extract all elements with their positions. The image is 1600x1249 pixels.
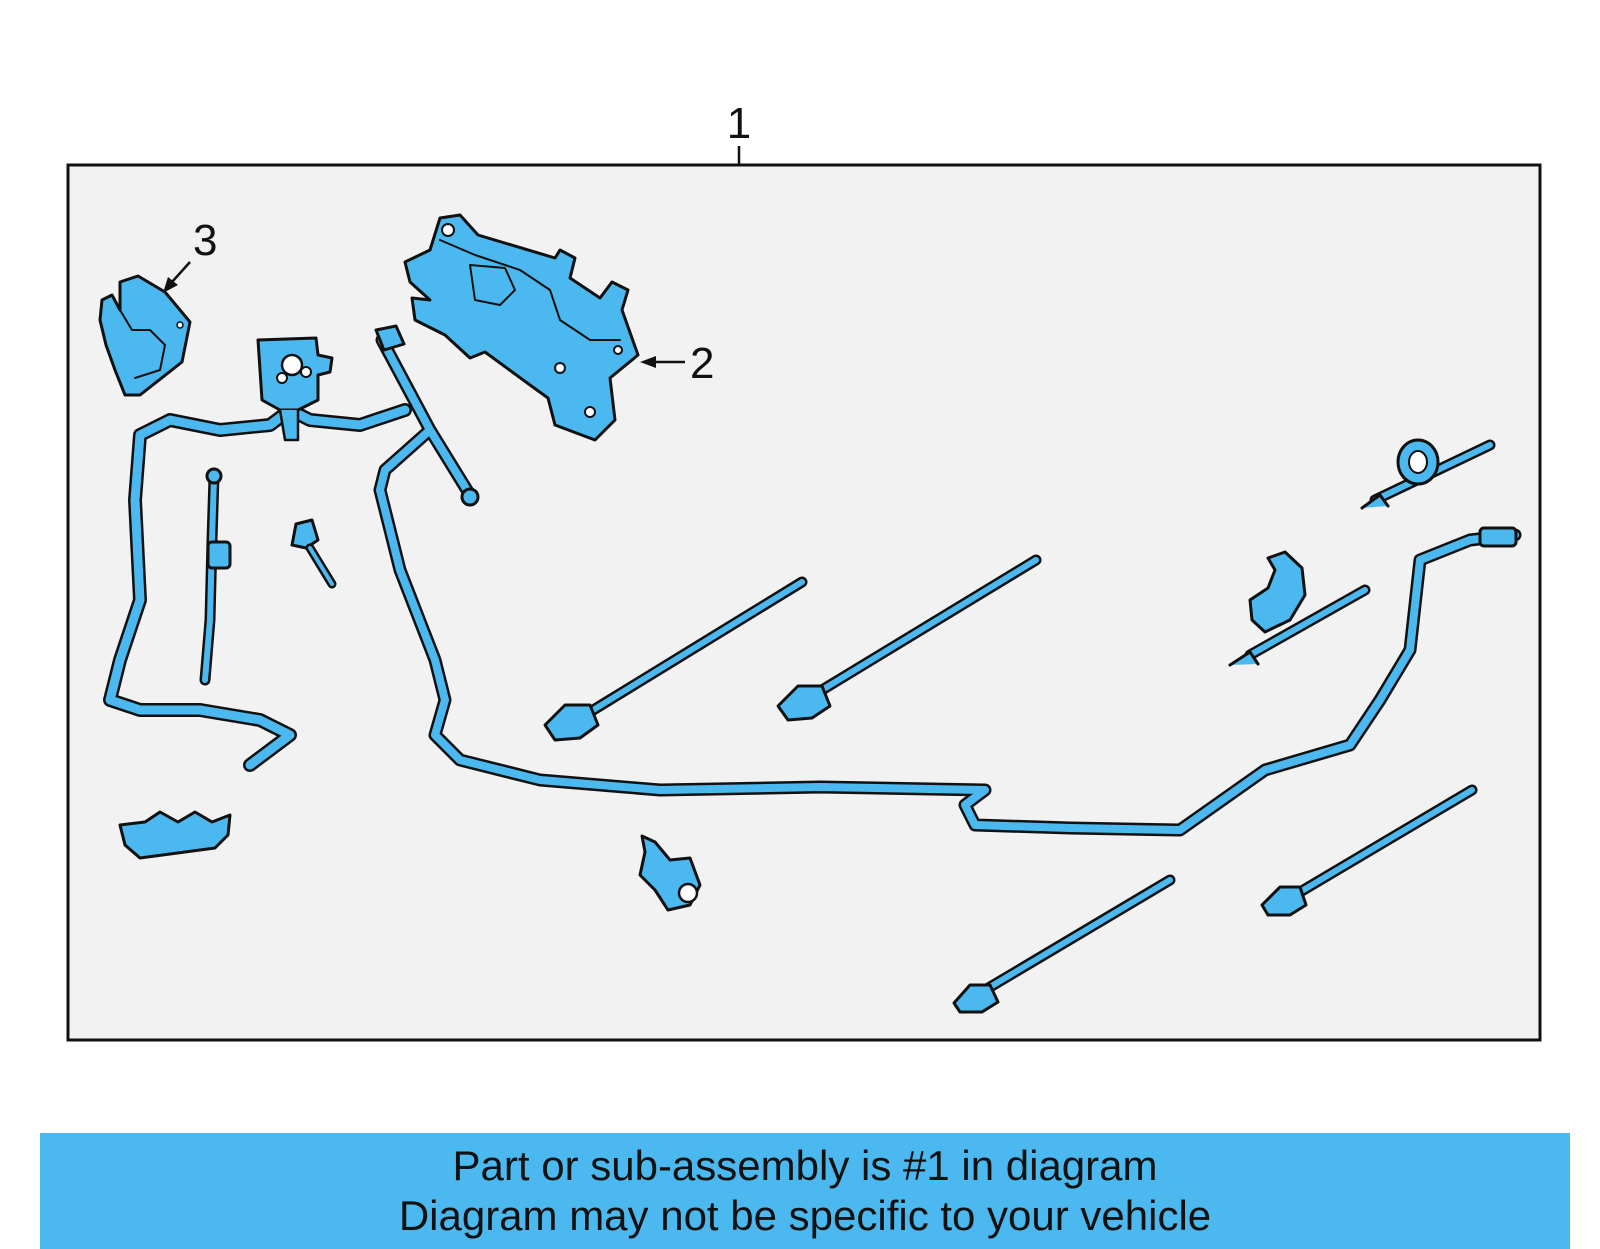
small-clip-left (290, 518, 337, 589)
branch-terminal-right (460, 487, 480, 507)
harness-assembly (98, 213, 1522, 1014)
end-connector-right (1478, 526, 1518, 548)
banner-line-2: Diagram may not be specific to your vehi… (398, 1192, 1212, 1239)
disclaimer-banner: Part or sub-assembly is #1 in diagram Di… (40, 1133, 1570, 1249)
bottom-left-cover (118, 810, 232, 860)
banner-line-1: Part or sub-assembly is #1 in diagram (452, 1142, 1158, 1189)
callout-2-arrowhead (640, 356, 656, 368)
callout-3-arrowhead (163, 277, 178, 293)
tie-strap-left-vertical (199, 467, 232, 686)
diagram-panel (66, 163, 1542, 1042)
callout-3-leader (171, 261, 191, 283)
shield-part-3 (98, 274, 192, 397)
tie-strap-2 (776, 554, 1042, 722)
main-harness-fill (376, 336, 1519, 834)
connector-housing (256, 336, 334, 442)
tie-strap-4 (1260, 784, 1478, 917)
callout-3-label: 3 (193, 216, 217, 265)
hook-clip-right (1228, 550, 1371, 667)
bracket-part-2 (403, 213, 640, 442)
tie-strap-1 (543, 576, 808, 742)
callout-1-label: 1 (727, 99, 751, 148)
grommet-strap-top-right (1360, 438, 1496, 510)
bottom-center-connector (638, 834, 702, 912)
callout-2-label: 2 (690, 339, 714, 388)
branch-terminal-top (374, 324, 406, 352)
tie-strap-3 (952, 874, 1176, 1014)
